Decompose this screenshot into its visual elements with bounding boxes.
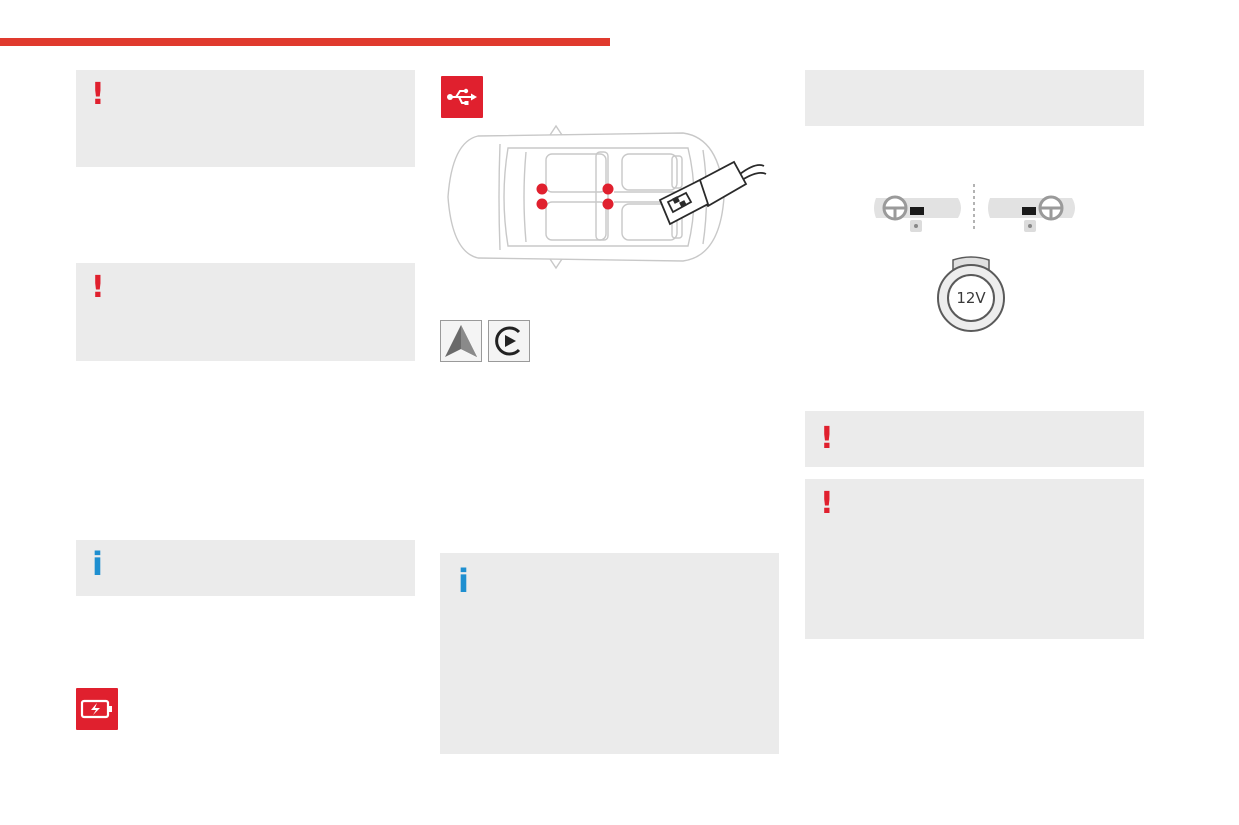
info-icon: i — [458, 562, 469, 600]
socket-label: 12V — [956, 289, 986, 307]
warning-note-2: ! — [76, 263, 415, 361]
warning-icon: ! — [91, 77, 105, 112]
usb-icon — [441, 76, 483, 118]
info-note-1: i — [76, 540, 415, 596]
dashboard-socket-diagram — [874, 184, 1075, 232]
warning-icon: ! — [820, 421, 834, 456]
info-note-2: i — [440, 553, 779, 754]
android-auto-icon — [440, 320, 482, 362]
warning-note-4: ! — [805, 479, 1144, 639]
carplay-icon — [488, 320, 530, 362]
wireless-charging-icon — [76, 688, 118, 730]
header-accent-bar — [0, 38, 610, 46]
car-usb-diagram — [447, 124, 767, 270]
warning-note-1: ! — [76, 70, 415, 167]
info-icon: i — [92, 545, 103, 583]
socket-12v: 12V — [935, 254, 1007, 334]
warning-note-3: ! — [805, 411, 1144, 467]
grey-header-box — [805, 70, 1144, 126]
warning-icon: ! — [91, 270, 105, 305]
warning-icon: ! — [820, 486, 834, 521]
